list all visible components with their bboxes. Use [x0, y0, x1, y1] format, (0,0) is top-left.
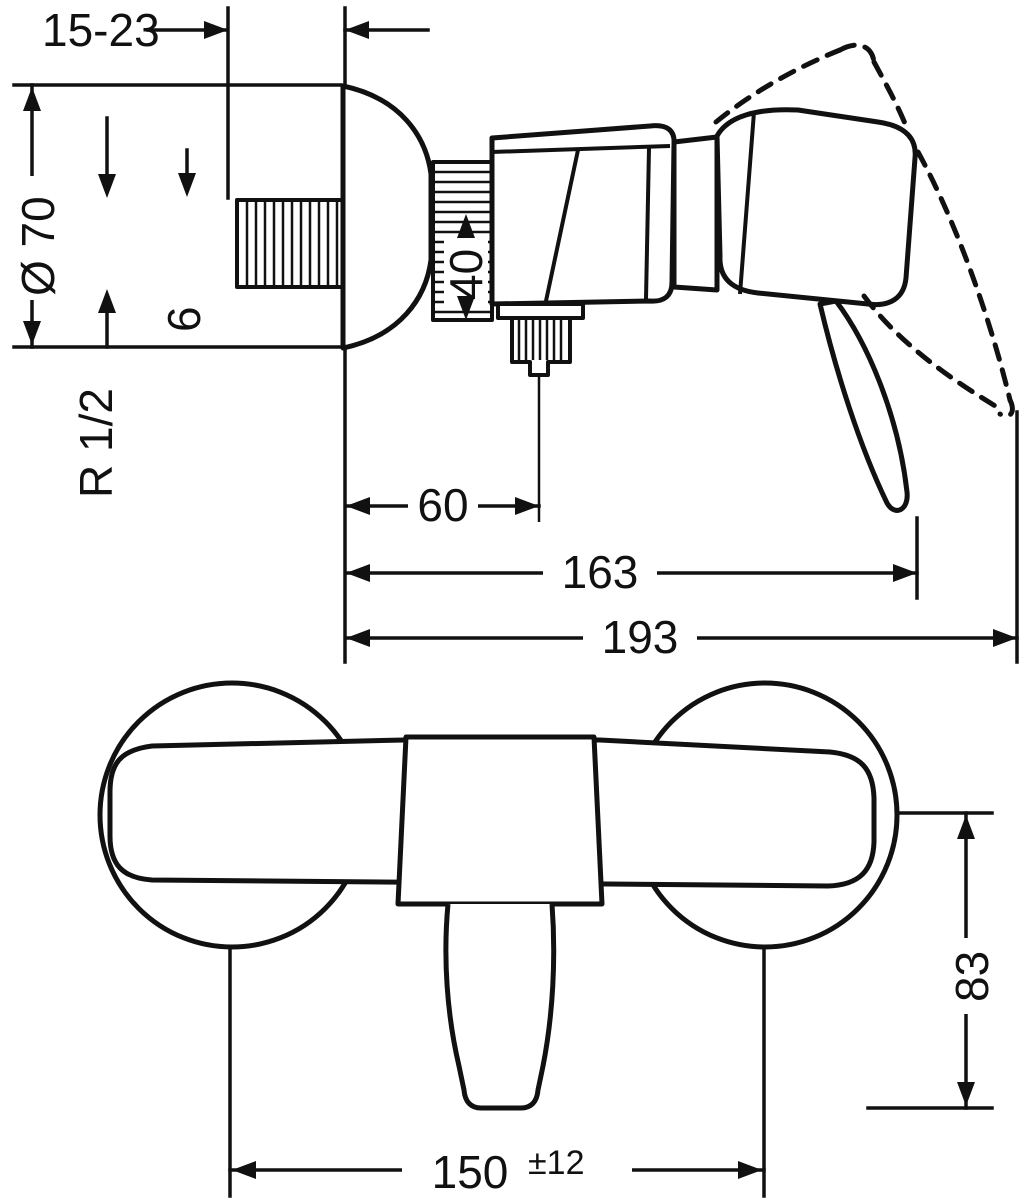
arrowhead-left: [232, 1161, 256, 1179]
handle-body: [714, 107, 918, 308]
outlet-hatching: [517, 320, 563, 360]
mixer-body-front: [395, 734, 605, 907]
dim-wall-range-15-23: 15-23: [42, 4, 430, 200]
arrowhead-up: [23, 87, 41, 111]
arrowhead-left: [346, 497, 370, 515]
arrowhead-down: [178, 173, 196, 197]
arrowhead-left: [345, 21, 369, 39]
dim-150: 150 ±12: [228, 946, 766, 1198]
mixer-body: [489, 123, 677, 307]
escutcheon-side: [340, 83, 434, 351]
dim-label-150-tolerance: ±12: [528, 1144, 584, 1182]
dim-diameter-70: Ø 70: [10, 83, 343, 349]
thread-size-label: R 1/2: [70, 388, 122, 498]
arrowhead-down: [23, 321, 41, 345]
handle-alt-position-dashed: [713, 42, 1015, 419]
side-view: 15-23 Ø 70 6: [10, 4, 1019, 664]
arrowhead-right: [515, 497, 539, 515]
arrowhead-right: [993, 629, 1017, 647]
dim-label-six: 6: [158, 306, 210, 332]
arrowhead-up: [957, 815, 975, 839]
arrowhead-up: [457, 214, 475, 238]
handle-connector: [671, 134, 720, 293]
dim-193: 193: [344, 410, 1019, 664]
arrowhead-down: [957, 1082, 975, 1106]
dim-label-forty: 40: [440, 249, 492, 300]
arrowhead-left: [346, 564, 370, 582]
dim-83: 83: [866, 811, 998, 1110]
arrowhead-right: [738, 1161, 762, 1179]
front-view: 83 150 ±12: [97, 680, 998, 1198]
arrowhead-left: [346, 629, 370, 647]
handle-lever: [817, 298, 910, 513]
dim-label-150: 150: [432, 1146, 509, 1198]
arrowhead-down: [98, 174, 116, 198]
dim-60: 60: [344, 479, 541, 531]
dim-6: 6: [98, 116, 210, 349]
bottom-outlet: [496, 302, 585, 522]
thread-nipple: [235, 198, 345, 289]
dim-40: 40: [440, 214, 492, 320]
dim-label-163: 163: [562, 546, 639, 598]
dim-label-193: 193: [602, 611, 679, 663]
arrowhead-up: [98, 289, 116, 313]
thread-hatching: [245, 200, 339, 287]
arrowhead-right: [204, 21, 228, 39]
spout-front: [443, 903, 557, 1111]
dim-label-83: 83: [946, 951, 998, 1002]
dim-label-wall-range: 15-23: [42, 4, 160, 56]
arrowhead-down: [457, 296, 475, 320]
dim-163: 163: [344, 516, 919, 600]
dim-label-diameter: Ø 70: [12, 196, 64, 296]
arrowhead-right: [893, 564, 917, 582]
dim-label-sixty: 60: [417, 479, 468, 531]
